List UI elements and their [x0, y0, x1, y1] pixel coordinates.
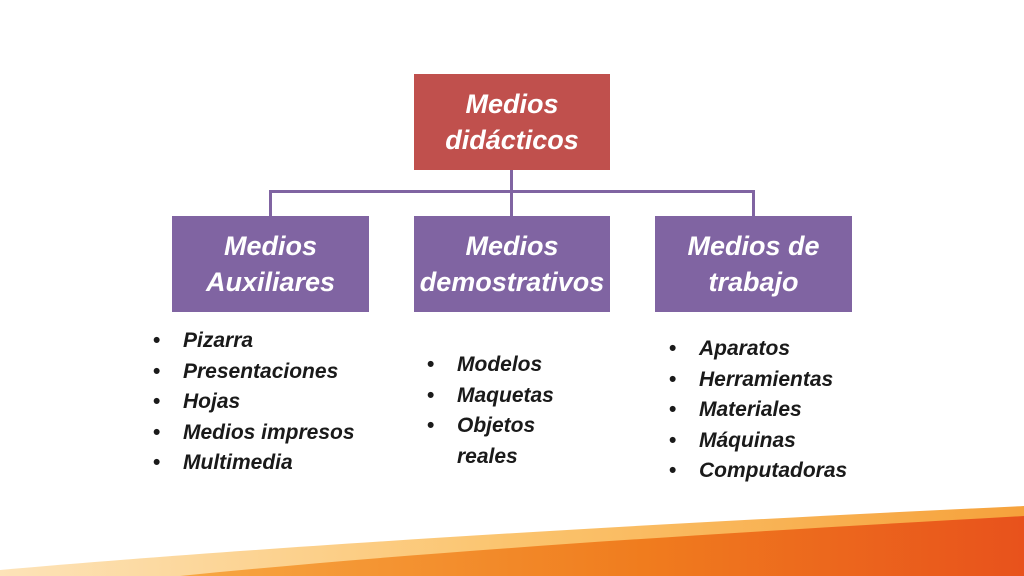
child-node-label: Medios demostrativos [420, 228, 605, 300]
root-node-medios-didacticos: Medios didácticos [414, 74, 610, 170]
decorative-swoosh [0, 506, 1024, 576]
list-item: Pizarra [153, 326, 393, 357]
list-item: Herramientas [669, 365, 899, 396]
child-node-medios-demostrativos: Medios demostrativos [414, 216, 610, 312]
list-item: Aparatos [669, 334, 899, 365]
child-node-label-line2: demostrativos [419, 267, 605, 297]
bullet-list-trabajo: Aparatos Herramientas Materiales Máquina… [669, 334, 899, 487]
list-item: Multimedia [153, 448, 393, 479]
list-item: Medios impresos [153, 418, 393, 449]
child-node-medios-de-trabajo: Medios de trabajo [655, 216, 852, 312]
bullet-list-demostrativos: Modelos Maquetas Objetos reales [427, 350, 597, 472]
connector-root-stem [510, 170, 513, 192]
connector-center-drop [510, 190, 513, 216]
connector-left-drop [269, 190, 272, 216]
list-item: Objetos reales [427, 411, 567, 472]
child-node-medios-auxiliares: Medios Auxiliares [172, 216, 369, 312]
list-item: Maquetas [427, 381, 597, 412]
child-node-label: Medios de trabajo [687, 228, 819, 300]
child-node-label-line1: Medios [223, 231, 317, 261]
list-item: Modelos [427, 350, 597, 381]
swoosh-orange-band [180, 516, 1024, 576]
connector-right-drop [752, 190, 755, 216]
list-item: Computadoras [669, 456, 899, 487]
child-node-label-line2: trabajo [708, 267, 799, 297]
list-item: Máquinas [669, 426, 899, 457]
root-node-label: Medios didácticos [445, 86, 579, 158]
bullet-list-auxiliares: Pizarra Presentaciones Hojas Medios impr… [153, 326, 393, 479]
child-node-label-line2: Auxiliares [205, 267, 336, 297]
root-node-label-line1: Medios [465, 89, 559, 119]
list-item: Hojas [153, 387, 393, 418]
child-node-label: Medios Auxiliares [206, 228, 335, 300]
root-node-label-line2: didácticos [445, 125, 579, 155]
child-node-label-line1: Medios de [687, 231, 820, 261]
list-item: Presentaciones [153, 357, 393, 388]
child-node-label-line1: Medios [465, 231, 559, 261]
list-item: Materiales [669, 395, 899, 426]
